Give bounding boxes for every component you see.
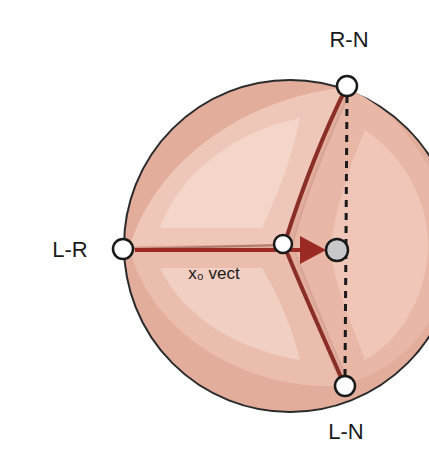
dashed-chord	[345, 96, 347, 377]
target-marker	[326, 239, 348, 261]
leaflet	[290, 90, 429, 384]
commissure-marker	[337, 76, 357, 96]
vector-label: x₀ vect	[188, 265, 239, 284]
valve-annulus	[124, 80, 429, 412]
arrow-head	[300, 236, 326, 264]
commissure-marker	[113, 239, 133, 259]
commissure-marker	[335, 376, 355, 396]
leaflet-highlight	[160, 118, 300, 228]
leaflet-edge	[292, 92, 350, 382]
coaptation-line	[284, 245, 345, 386]
center-marker	[274, 235, 292, 253]
commissure-label: L-N	[328, 420, 363, 444]
commissure-label: R-N	[329, 28, 368, 52]
coaptation-line	[284, 86, 347, 245]
commissure-label: L-R	[52, 238, 87, 262]
vector-arrow	[135, 248, 322, 252]
